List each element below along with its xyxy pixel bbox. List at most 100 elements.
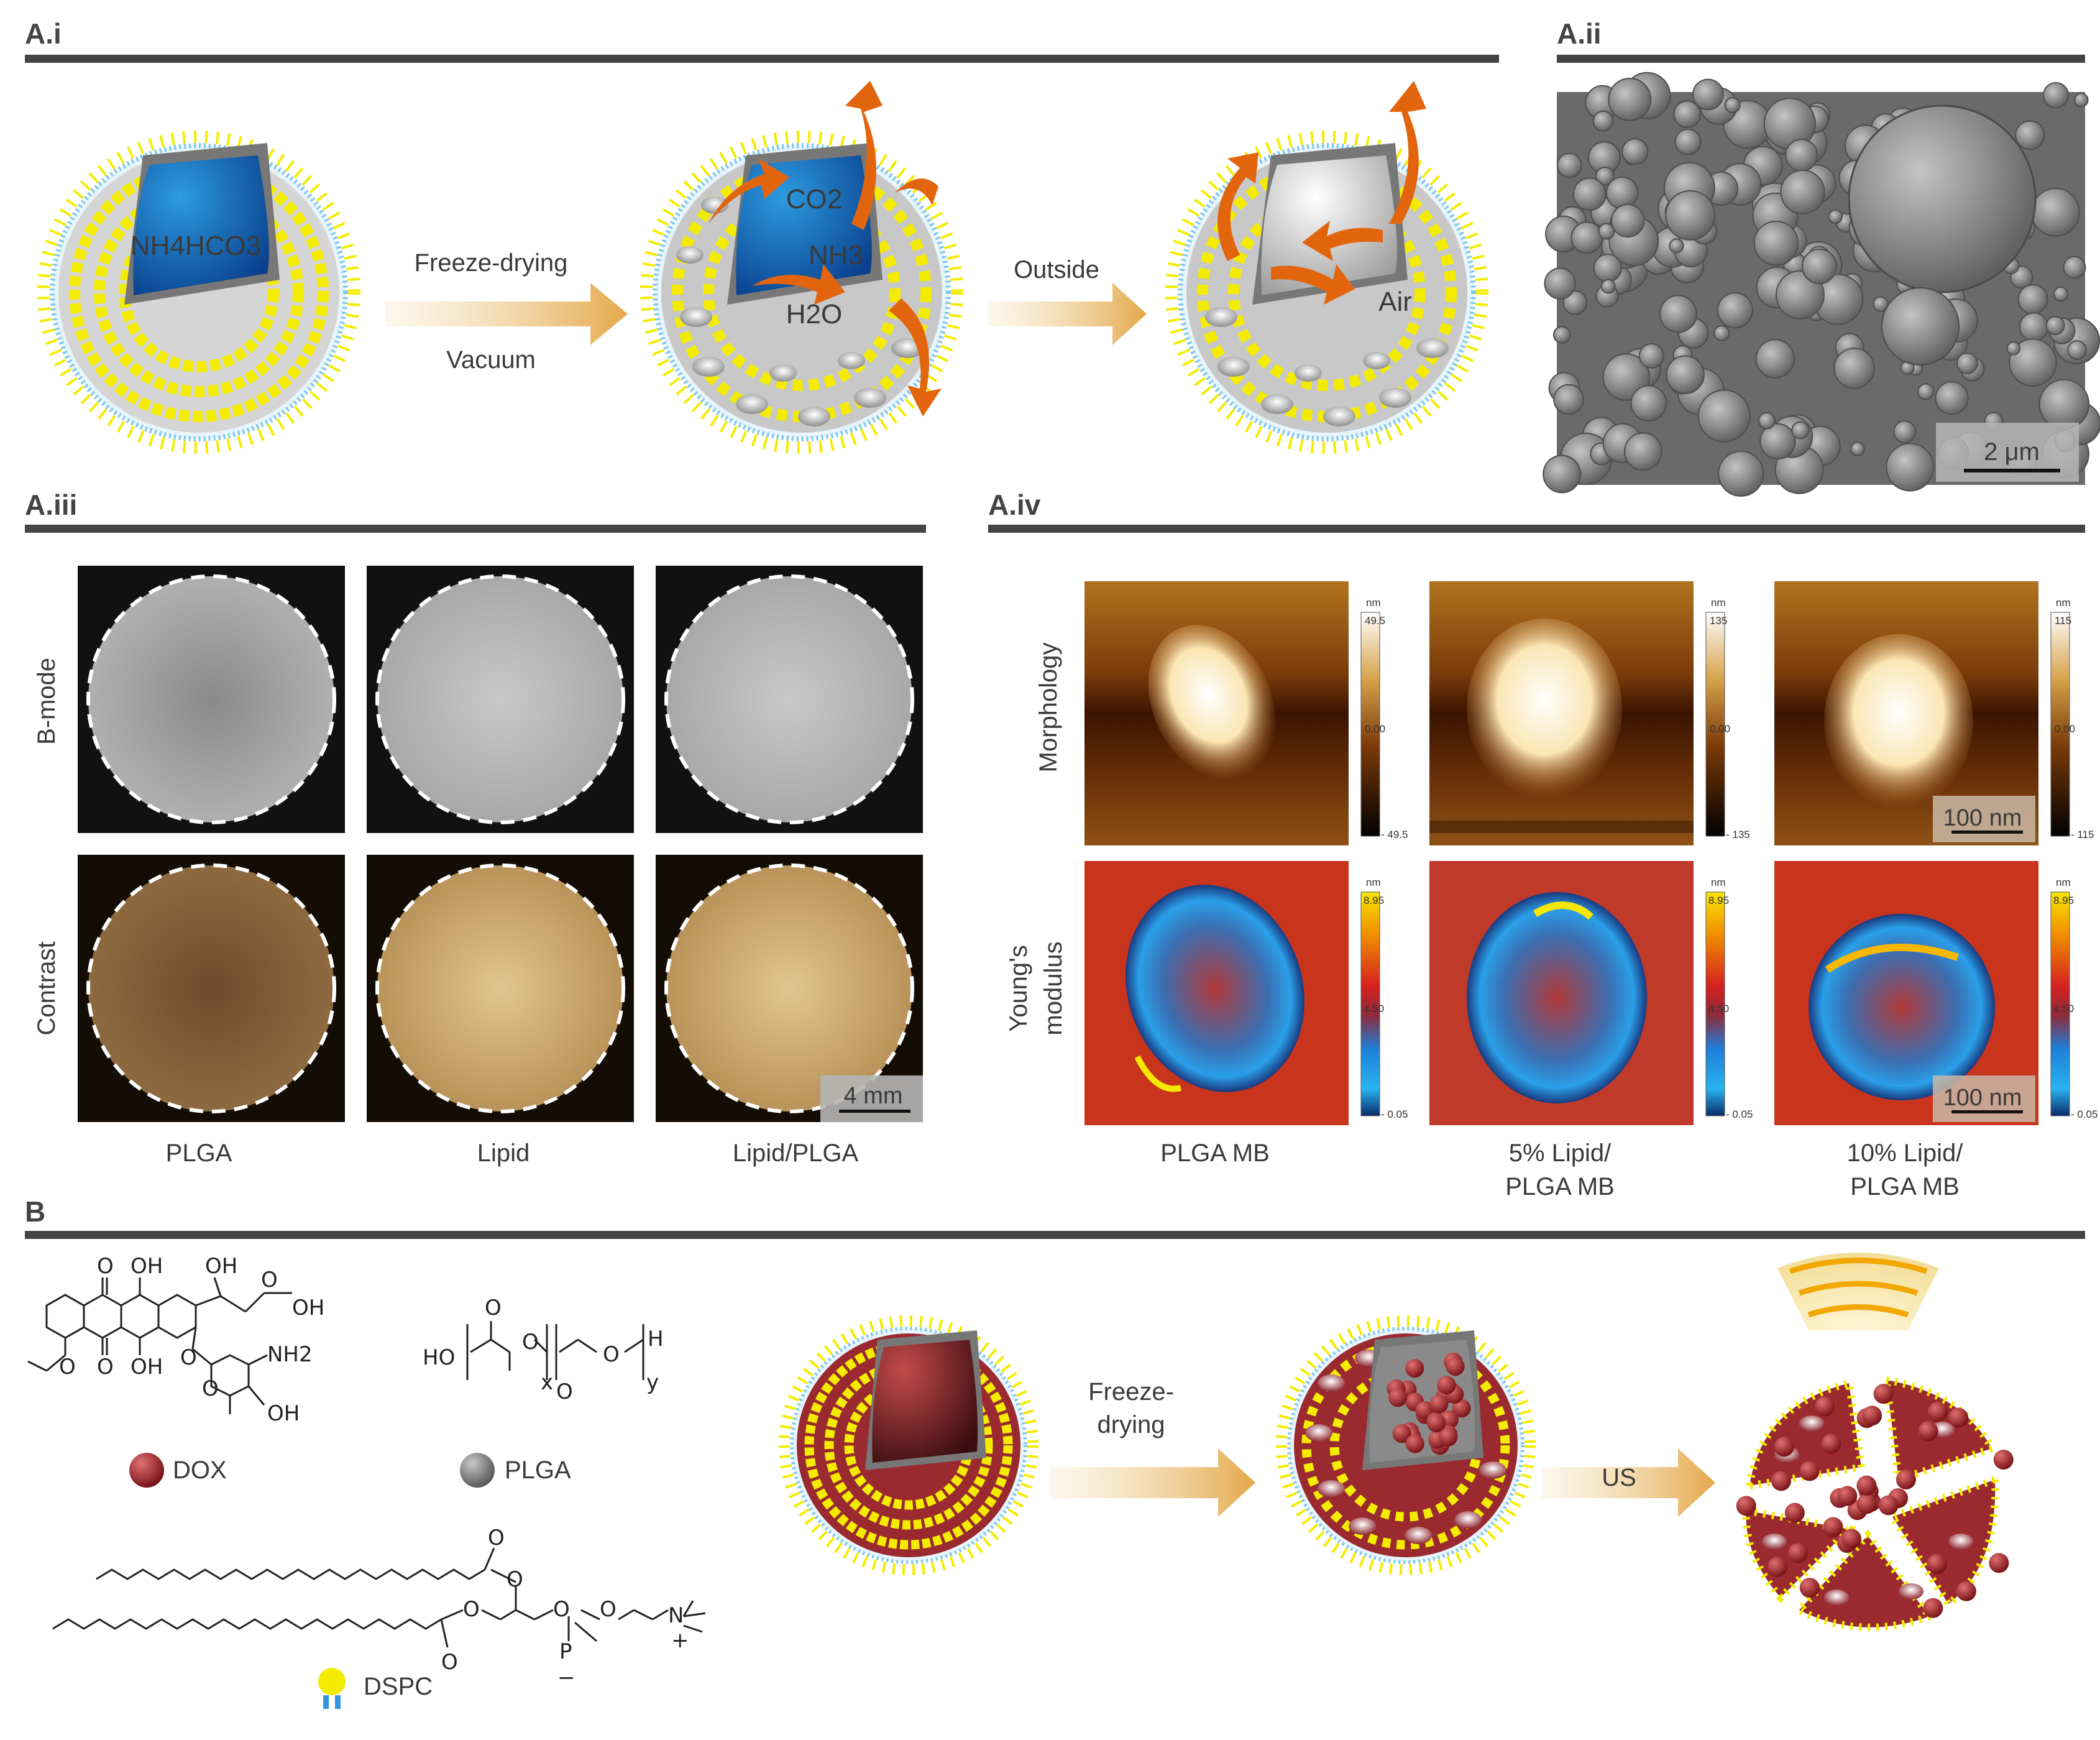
plga-legend-icon (460, 1453, 495, 1488)
sem-particle (1598, 223, 1615, 240)
sem-scale-bar: 2 μm (1984, 438, 2040, 466)
afm-col-3-line1: 10% Lipid/ (1847, 1139, 1964, 1167)
dspc-o5: O (553, 1597, 570, 1622)
us-image-contrast-lipid (367, 855, 634, 1122)
released-dox-particle (1923, 1598, 1943, 1618)
sem-particle (1759, 423, 1796, 460)
dspc-atom-labels: O O O O O O P N − + (441, 1526, 689, 1690)
dspc-o6: O (600, 1597, 617, 1622)
sem-particle (1956, 352, 1978, 374)
released-dox-particle (1767, 1557, 1787, 1577)
dspc-p: P (559, 1639, 572, 1664)
us-image-bmode-lipid (367, 566, 634, 833)
dspc-plus: + (671, 1628, 689, 1653)
panel-a-ii: A.ii 2 μm (1543, 17, 2100, 497)
released-dox-particle (1896, 1469, 1916, 1489)
gas-co2: CO2 (786, 184, 842, 214)
panel-a-i-title: A.i (25, 17, 62, 50)
dox-oh4: OH (131, 1355, 163, 1379)
afm-modulus-plga (1084, 861, 1349, 1125)
mod-mid-3: 4.50 (2053, 1003, 2074, 1015)
panel-a-i: A.i NH4HCO3 Freeze-drying Vacuum (25, 17, 1499, 454)
released-dox-particle (1736, 1496, 1756, 1516)
plga-o1: O (485, 1296, 502, 1320)
sem-particle (1638, 343, 1664, 369)
sem-particle (1562, 290, 1588, 315)
panel-a-ii-title: A.ii (1557, 17, 1602, 50)
morph-colorbar-2: nm 135 0.00 - 135 (1705, 597, 1750, 840)
morph-max-2: 135 (1710, 615, 1727, 627)
afm-col-2-line2: PLGA MB (1505, 1173, 1615, 1200)
morph-mid-3: 0.00 (2055, 723, 2075, 735)
sem-particle (1666, 355, 1705, 395)
sem-particle (1552, 326, 1571, 344)
sem-particle (1935, 381, 1969, 415)
sem-particle (1669, 238, 1684, 254)
modulus-colorbar-1: nm 8.95 4.50 - 0.05 (1360, 877, 1408, 1120)
modulus-colorbar-2: nm 8.95 4.50 - 0.05 (1705, 877, 1753, 1120)
us-scale-bar: 4 mm (844, 1083, 903, 1109)
morph-unit-2: nm (1711, 597, 1726, 609)
arrow-b-us: US (1541, 1448, 1715, 1517)
sem-particle (1592, 110, 1614, 132)
dox-nh2: NH2 (267, 1342, 313, 1367)
plga-ho: HO (423, 1345, 455, 1370)
microbubble-sublimating: CO2 NH3 H2O (640, 81, 963, 454)
plga-legend-label: PLGA (505, 1457, 571, 1484)
dspc-legend-label: DSPC (364, 1673, 433, 1700)
gas-h2o: H2O (786, 299, 842, 329)
label-outside: Outside (1014, 256, 1099, 283)
released-dox-particle (1989, 1553, 2009, 1573)
dox-particle (1446, 1357, 1465, 1376)
dox-structure (27, 1277, 292, 1414)
sem-particle (1608, 78, 1652, 121)
dox-particle (1392, 1424, 1411, 1443)
ultrasound-transducer-icon (1777, 1253, 1939, 1330)
dox-particle (1427, 1414, 1446, 1433)
row-label-morphology: Morphology (1035, 642, 1062, 772)
mod-unit-3: nm (2056, 877, 2071, 888)
plga-y: y (646, 1370, 659, 1395)
afm-morph-plga (1084, 581, 1349, 845)
plga-atom-labels: HO O O O O H x y (423, 1296, 664, 1404)
morph-min-1: - 49.5 (1381, 829, 1408, 840)
released-dox-particle (1823, 1517, 1843, 1537)
row-label-modulus: modulus (1040, 941, 1067, 1035)
mod-mid-1: 4.50 (1364, 1003, 1384, 1015)
released-dox-particle (1862, 1406, 1882, 1426)
panel-b-title: B (25, 1195, 45, 1228)
sem-particle (1791, 421, 1810, 440)
dox-o2: O (261, 1268, 278, 1292)
sem-particle (1556, 152, 1582, 178)
sem-particle (1775, 270, 1825, 320)
sem-particle (2031, 188, 2080, 237)
released-dox-particle (1856, 1494, 1877, 1514)
released-dox-particle (1927, 1402, 1948, 1422)
mod-max-2: 8.95 (1708, 895, 1729, 906)
released-dox-particle (1799, 1578, 1820, 1598)
released-dox-particle (1956, 1581, 1976, 1601)
plga-structure (466, 1321, 644, 1380)
panel-a-iii-title: A.iii (25, 489, 77, 521)
morph-min-3: - 115 (2071, 829, 2094, 840)
us-image-bmode-lipid-plga (656, 566, 923, 833)
us-image-contrast-plga (78, 855, 345, 1122)
afm-col-1-line1: PLGA MB (1160, 1139, 1270, 1167)
mod-min-2: - 0.05 (1726, 1108, 1753, 1120)
dox-oh3: OH (292, 1296, 324, 1320)
pore-vesicles (676, 196, 924, 426)
sem-particle (1611, 203, 1645, 238)
row-label-contrast: Contrast (33, 941, 60, 1035)
b-label-drying: drying (1098, 1411, 1165, 1438)
afm-scale-bar-modulus: 100 nm (1943, 1085, 2022, 1111)
released-dox-particle (1784, 1503, 1805, 1523)
sem-particle (1717, 292, 1754, 329)
released-dox-particle (1948, 1407, 1969, 1428)
sem-particle (1893, 420, 1917, 443)
dox-o1: O (97, 1254, 114, 1279)
us-image-bmode-plga (78, 566, 345, 833)
sem-particle (2042, 82, 2070, 109)
label-freeze-drying: Freeze-drying (415, 249, 568, 277)
sem-particle (1659, 295, 1697, 333)
panel-b-rule (25, 1231, 2085, 1239)
